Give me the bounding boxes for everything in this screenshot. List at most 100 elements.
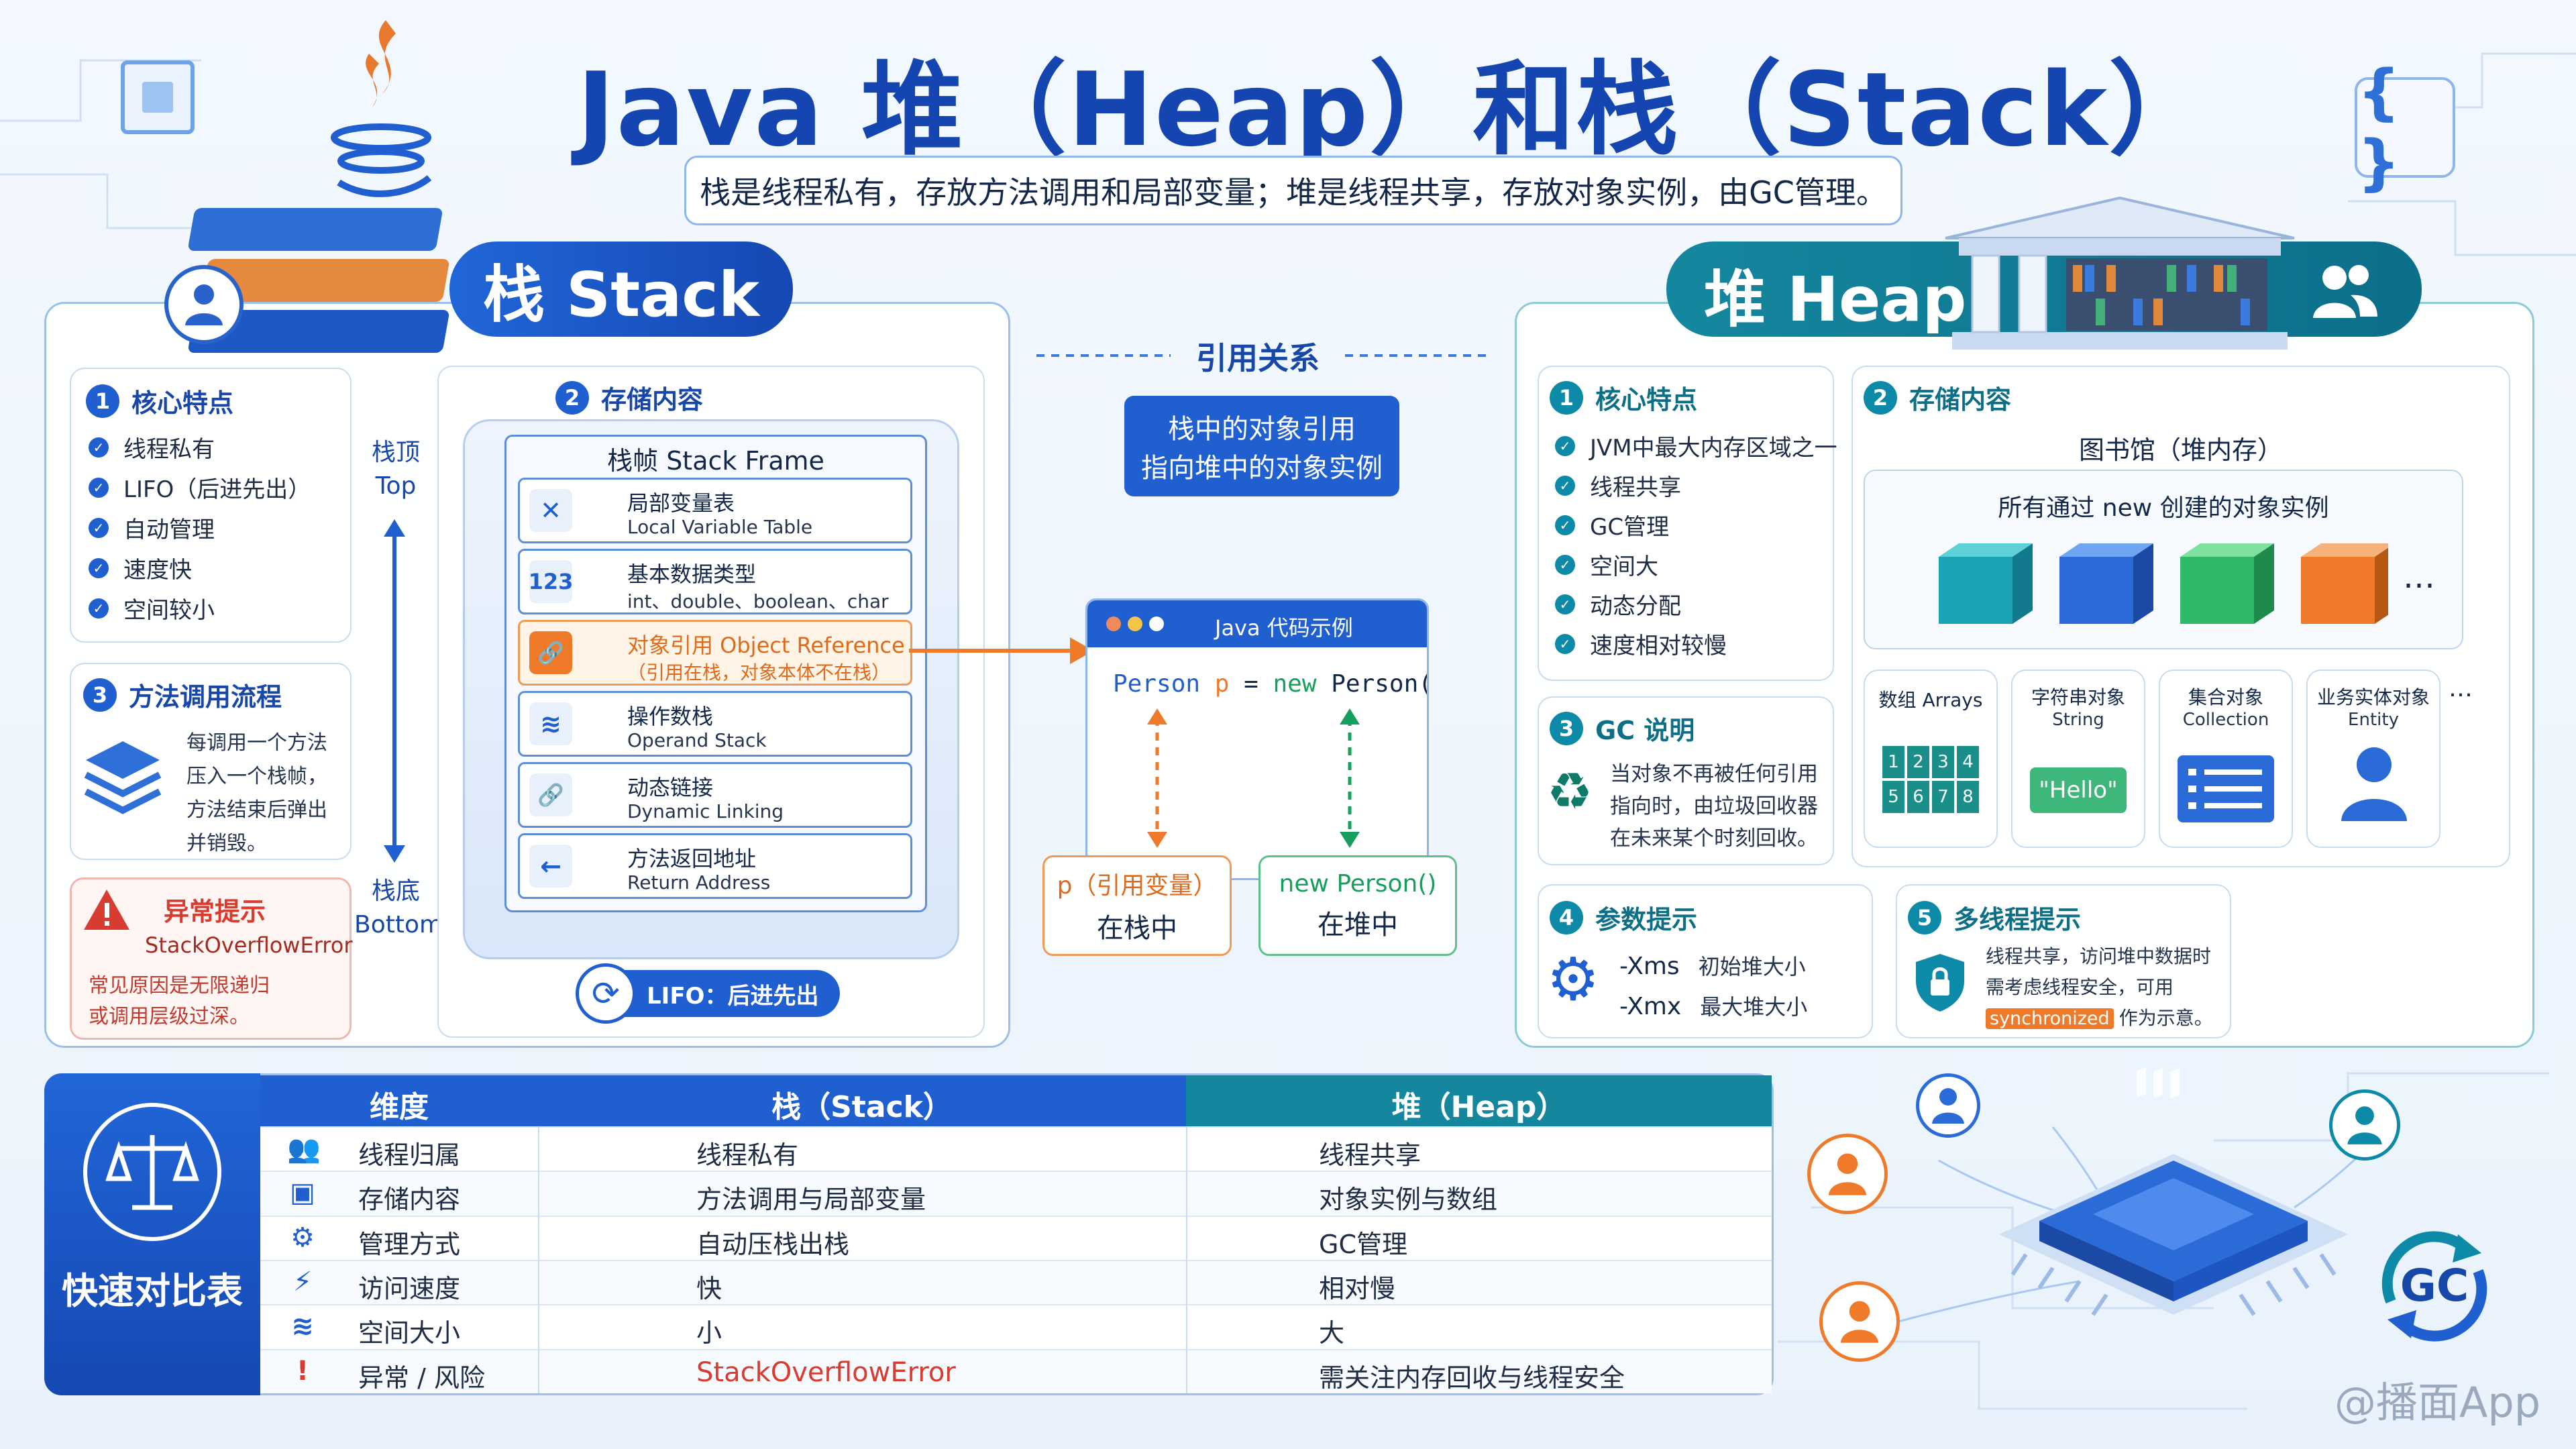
reference-arrow — [909, 637, 1093, 664]
warning-icon — [84, 890, 129, 930]
row-stack-value: 小 — [696, 1318, 722, 1348]
person-icon — [2341, 747, 2407, 821]
warning-line: 或调用层级过深。 — [89, 1005, 250, 1028]
heap-core-item: ✓速度相对较慢 — [1555, 627, 1727, 660]
row-stack-value: 自动压栈出栈 — [696, 1229, 850, 1259]
row-dimension: 访问速度 — [358, 1273, 461, 1303]
gear-icon: ⚙ — [1546, 945, 1600, 1014]
check-icon: ✓ — [1555, 515, 1575, 535]
section-title: 存储内容 — [601, 385, 704, 415]
param-name: -Xmx — [1619, 993, 1682, 1020]
stack-frame-row: 🔗 动态链接 Dynamic Linking — [518, 762, 912, 828]
stack-warning-card — [70, 877, 352, 1040]
heap-core-item-label: JVM中最大内存区域之一 — [1590, 435, 1837, 462]
check-icon: ✓ — [89, 598, 109, 619]
code-line: Person p = new Person(); — [1113, 670, 1427, 698]
frame-icon: 🔗 — [529, 773, 572, 816]
object-cubes — [1939, 543, 2388, 624]
heap-core-item: ✓JVM中最大内存区域之一 — [1555, 429, 1837, 462]
array-cell: 5 — [1882, 781, 1904, 813]
row-icon: ⚡ — [292, 1266, 313, 1297]
heap-core-item: ✓ GC管理 — [1555, 508, 1669, 541]
table-divider-2 — [1186, 1126, 1187, 1393]
stack-core-item: ✓LIFO（后进先出） — [89, 471, 311, 504]
scale-icon — [83, 1103, 221, 1241]
array-grid: 1 2 3 4 5 6 7 8 — [1882, 746, 1979, 813]
reference-line-2: 指向堆中的对象实例 — [1141, 453, 1383, 484]
avatar-bubble-1 — [1916, 1073, 1980, 1138]
row-heap-value: 大 — [1319, 1318, 1345, 1348]
table-row — [260, 1304, 1772, 1348]
gc-cycle-icon — [2381, 1231, 2487, 1342]
avatar-bubble-3 — [1819, 1281, 1900, 1362]
table-row — [260, 1126, 1772, 1171]
page-title: Java 堆（Heap）和栈（Stack） — [577, 50, 2212, 169]
code-new: new — [1273, 670, 1317, 698]
section-title: 核心特点 — [1595, 385, 1698, 415]
check-icon: ✓ — [1555, 554, 1575, 575]
section-title: 核心特点 — [131, 388, 234, 418]
code-window: Java 代码示例 Person p = new Person(); — [1085, 598, 1429, 880]
heap-core-item-label: GC管理 — [1590, 514, 1670, 541]
layers-icon — [84, 741, 162, 814]
type-array-label: 数组 Arrays — [1878, 689, 1983, 711]
objects-ellipsis: … — [2403, 558, 2435, 596]
heap-core-item: ✓ 空间大 — [1555, 548, 1658, 581]
frame-icon: 123 — [528, 560, 574, 603]
reference-dashed-line — [1036, 354, 1493, 357]
code-var: p — [1214, 670, 1230, 698]
param-desc: 初始堆大小 — [1698, 954, 1806, 979]
heap-core-item: ✓线程共享 — [1555, 469, 1681, 502]
frame-icon-glyph: 123 — [528, 569, 574, 594]
reference-box: 栈中的对象引用 指向堆中的对象实例 — [1124, 396, 1399, 496]
row-stack-value: 方法调用与局部变量 — [696, 1185, 926, 1215]
stack-frame-row: 123 基本数据类型 int、double、boolean、char — [518, 549, 912, 614]
heap-core-item: ✓动态分配 — [1555, 588, 1681, 621]
frame-subtitle: Operand Stack — [627, 729, 767, 751]
frame-title: 操作数栈 — [627, 704, 714, 729]
gc-line: 指向时，由垃圾回收器 — [1610, 794, 1818, 818]
watermark: @播面App — [2334, 1378, 2541, 1427]
frame-title: 局部变量表 — [627, 490, 735, 516]
type-entity-label: 业务实体对象 — [2316, 686, 2430, 708]
frame-subtitle: Local Variable Table — [627, 516, 813, 538]
frame-title: 动态链接 — [627, 775, 714, 800]
lifo-badge: ⟳ LIFO：后进先出 — [576, 963, 840, 1024]
type-collection-en: Collection — [2182, 710, 2269, 730]
row-stack-value: 线程私有 — [696, 1140, 799, 1170]
frame-icon: ← — [529, 845, 572, 888]
frame-icon-glyph: 🔗 — [537, 640, 564, 665]
frame-title: 方法返回地址 — [627, 846, 757, 871]
heap-objects-caption: 所有通过 new 创建的对象实例 — [1998, 494, 2329, 522]
warning-line: 常见原因是无限递归 — [89, 974, 270, 998]
users-icon — [2313, 265, 2377, 318]
frame-title: 对象引用 Object Reference — [627, 633, 905, 658]
thread-text-3: 作为示意。 — [2118, 1007, 2213, 1029]
gc-badge: GC — [2364, 1221, 2505, 1348]
row-heap-value: 相对慢 — [1319, 1273, 1396, 1303]
check-icon: ✓ — [1555, 475, 1575, 496]
table-row — [260, 1348, 1772, 1393]
stack-frame-row: ✕ 局部变量表 Local Variable Table — [518, 478, 912, 543]
heap-object-label: new Person() — [1279, 869, 1437, 898]
warning-title: 异常提示 — [164, 897, 266, 926]
check-icon: ✓ — [1555, 594, 1575, 614]
heap-params-card — [1538, 884, 1873, 1038]
type-entity-en: Entity — [2348, 710, 2399, 730]
code-braces-icon: { } — [2355, 57, 2455, 198]
frame-icon-glyph: ✕ — [540, 496, 561, 525]
table-row — [260, 1171, 1772, 1216]
header-stack: 栈（Stack） — [771, 1090, 953, 1124]
array-cell: 2 — [1907, 746, 1929, 778]
stack-flow-line: 每调用一个方法 — [186, 731, 327, 755]
hello-string: "Hello" — [2030, 767, 2127, 813]
heap-core-item-label: 空间大 — [1590, 553, 1658, 580]
bottom-cn: 栈底 — [371, 877, 420, 905]
stack-core-item: ✓空间较小 — [89, 592, 215, 625]
stack-core-item-label: LIFO（后进先出） — [123, 476, 311, 503]
cpu-illustration — [1898, 1067, 2376, 1323]
